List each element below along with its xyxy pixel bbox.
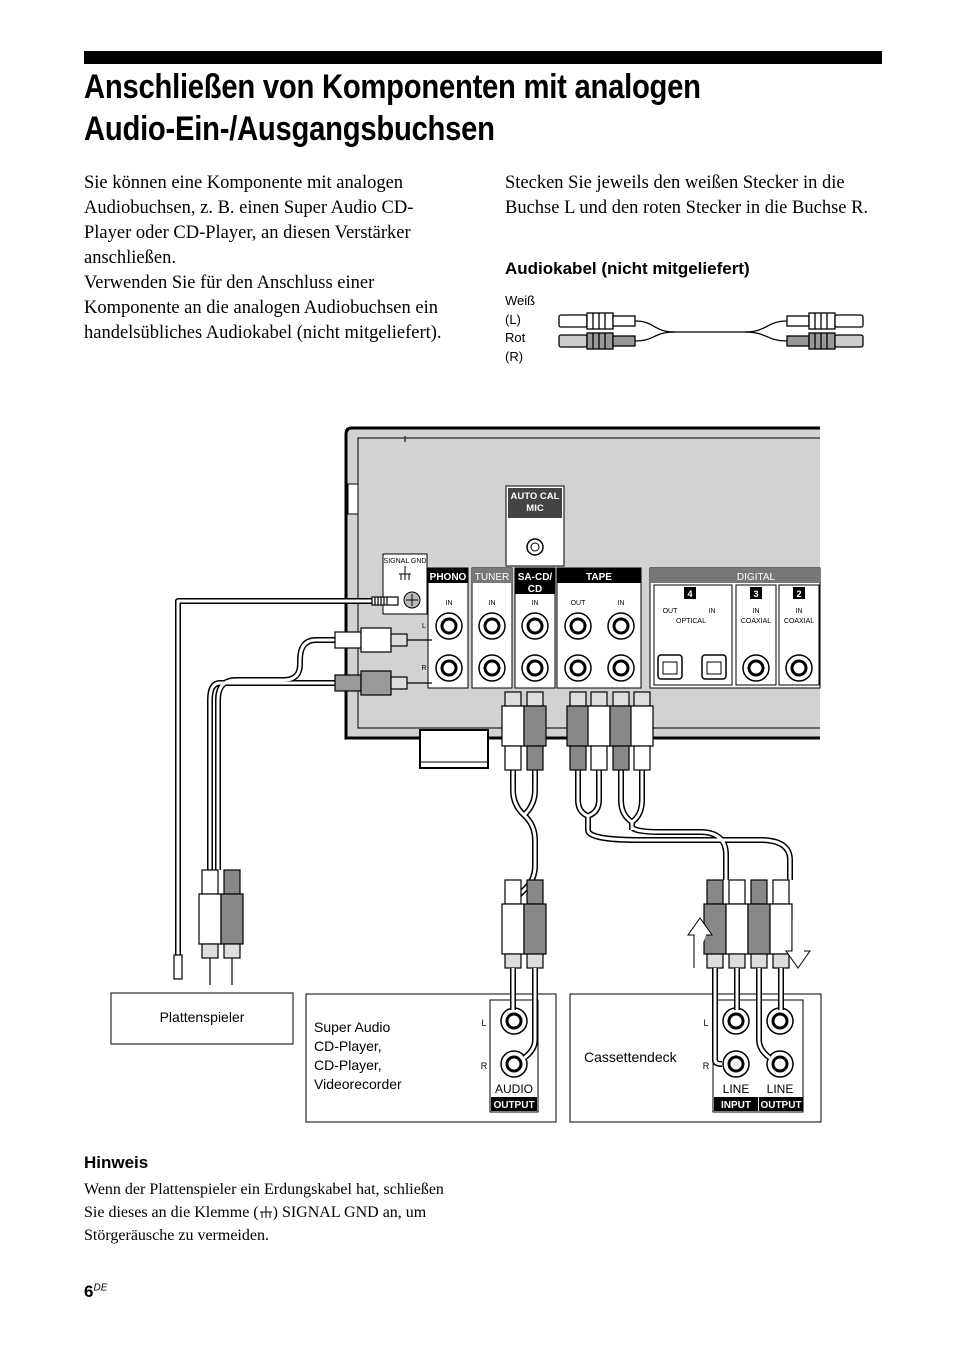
- page-number: 6DE: [84, 1282, 107, 1302]
- digital-label: DIGITAL: [737, 572, 776, 583]
- cable-subheading: Audiokabel (nicht mitgeliefert): [505, 259, 750, 278]
- page-language-suffix: DE: [93, 1282, 108, 1294]
- note-text-start: Wenn der Plattenspieler ein Erdungskabel…: [84, 1181, 444, 1221]
- plug-instruction: Stecken Sie jeweils den weißen Stecker i…: [505, 173, 869, 218]
- phono-jacks: PHONO IN L R: [421, 567, 469, 689]
- page-number-value: 6: [84, 1282, 94, 1301]
- ground-icon: [259, 1206, 272, 1218]
- cable-paragraph: Verwenden Sie für den Anschluss einer Ko…: [84, 273, 442, 343]
- tuner-label: TUNER: [475, 572, 509, 583]
- mic-label: MIC: [526, 503, 544, 514]
- cassette-r: R: [703, 1061, 710, 1071]
- phono-l-label: L: [422, 623, 426, 630]
- coax3-label: COAXIAL: [741, 618, 771, 625]
- sacd-box-line-1: Super Audio: [314, 1019, 390, 1035]
- cd-label: CD: [528, 584, 542, 595]
- tape-jacks: TAPE OUT IN: [556, 567, 642, 689]
- phono-plugs: [334, 596, 432, 696]
- cable-label-red: Rot: [505, 330, 526, 345]
- sacd-output-label: OUTPUT: [493, 1100, 534, 1111]
- line-in-label: LINE: [723, 1082, 750, 1096]
- sacd-box-line-3: CD-Player,: [314, 1057, 382, 1073]
- turntable-label: Plattenspieler: [160, 1009, 245, 1025]
- note-text-end: ) SIGNAL GND an, um Störgeräusche zu ver…: [84, 1204, 427, 1244]
- right-column: Stecken Sie jeweils den weißen Stecker i…: [505, 171, 883, 221]
- tape-in-label: IN: [618, 600, 625, 607]
- audio-cable-illustration: [558, 312, 864, 350]
- cable-label-r: (R): [505, 348, 524, 364]
- cable-label-l: (L): [505, 311, 521, 327]
- sacd-player-box: Super Audio CD-Player, CD-Player, Videor…: [305, 993, 557, 1123]
- phono-in-label: IN: [446, 600, 453, 607]
- arrow-up-icon: [687, 917, 713, 968]
- left-column: Sie können eine Komponente mit analogen …: [84, 171, 456, 346]
- audio-label: AUDIO: [495, 1082, 533, 1096]
- cable-color-labels: Weiß (L) Rot (R): [505, 292, 535, 366]
- page-title: Anschließen von Komponenten mit analogen…: [84, 66, 772, 150]
- page-title-line-1: Anschließen von Komponenten mit analogen: [84, 68, 701, 106]
- tape-out-label: OUT: [571, 600, 587, 607]
- sacd-box-line-4: Videorecorder: [314, 1076, 402, 1092]
- sacd-in-label: IN: [532, 600, 539, 607]
- note-text: Wenn der Plattenspieler ein Erdungskabel…: [84, 1178, 464, 1247]
- coax2-in-label: IN: [796, 608, 803, 615]
- page-title-line-2: Audio-Ein-/Ausgangsbuchsen: [84, 110, 495, 148]
- phono-label: PHONO: [430, 572, 467, 583]
- sacd-box-line-2: CD-Player,: [314, 1038, 382, 1054]
- intro-paragraph: Sie können eine Komponente mit analogen …: [84, 173, 414, 268]
- tape-label: TAPE: [586, 572, 612, 583]
- coax2-label: COAXIAL: [784, 618, 814, 625]
- vertical-plugs-components: [173, 869, 793, 985]
- cassette-l: L: [703, 1018, 708, 1028]
- signal-gnd-label: SIGNAL GND: [384, 558, 427, 565]
- signal-gnd-terminal: SIGNAL GND: [382, 553, 428, 615]
- digital-3-label: 3: [753, 589, 758, 599]
- sacd-box-l: L: [481, 1018, 486, 1028]
- tuner-jacks: TUNER IN: [471, 567, 513, 689]
- cassette-label: Cassettendeck: [584, 1049, 678, 1065]
- line-out-label: LINE: [767, 1082, 794, 1096]
- digital-4-label: 4: [687, 589, 692, 599]
- cassette-output-label: OUTPUT: [760, 1100, 801, 1111]
- arrow-down-icon: [785, 918, 811, 969]
- cable-label-white: Weiß: [505, 293, 536, 308]
- cassette-input-label: INPUT: [721, 1100, 751, 1111]
- sacd-box-r: R: [481, 1061, 488, 1071]
- optical-label: OPTICAL: [676, 618, 706, 625]
- optical-out-label: OUT: [663, 608, 679, 615]
- note-heading: Hinweis: [84, 1153, 149, 1172]
- auto-cal-mic-jack: AUTO CAL MIC: [505, 485, 565, 567]
- turntable-box: Plattenspieler: [110, 992, 294, 1045]
- title-rule: [84, 51, 882, 64]
- vertical-plugs-receiver: [501, 691, 654, 771]
- auto-cal-label: AUTO CAL: [511, 491, 560, 502]
- optical-in-label: IN: [709, 608, 716, 615]
- digital-2-label: 2: [796, 589, 801, 599]
- sacd-jacks: SA-CD/ CD IN: [514, 567, 556, 689]
- phono-r-label: R: [421, 665, 426, 672]
- sacd-label: SA-CD/: [518, 572, 553, 583]
- tuner-in-label: IN: [489, 600, 496, 607]
- coax3-in-label: IN: [753, 608, 760, 615]
- digital-jacks: DIGITAL 4 3 2 OUT IN OPTICAL IN COAXIAL …: [649, 567, 821, 689]
- cassette-deck-box: Cassettendeck L R LINE LINE INPUT OUTPUT: [569, 993, 822, 1123]
